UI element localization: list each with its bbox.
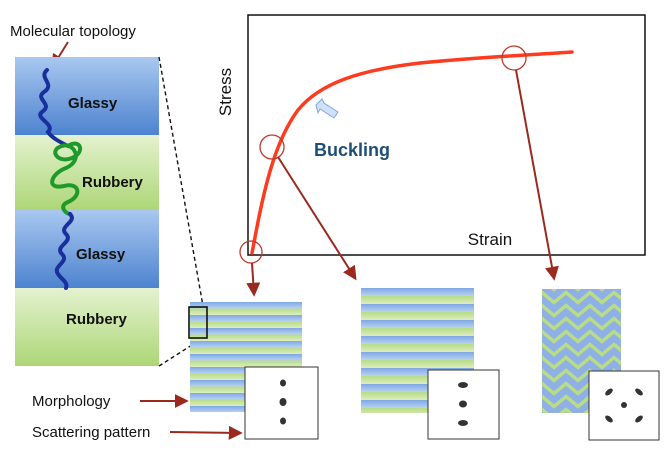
scattering-pattern-1 — [244, 366, 319, 440]
arrow-to-morphology-2 — [277, 156, 357, 281]
layer-label-glassy-2: Glassy — [76, 246, 126, 263]
scattering-spot — [635, 415, 643, 423]
chevron-stripe — [542, 307, 621, 327]
highlight-circle-plateau — [501, 45, 527, 71]
arrow-to-morphology-1 — [246, 262, 261, 297]
highlight-circle-start — [239, 240, 263, 264]
chevron-stripe — [530, 273, 638, 283]
chevron-stripe — [542, 320, 621, 340]
layer-stack — [15, 57, 159, 366]
chevron-stripe — [542, 359, 621, 379]
layer-label-rubbery-2: Rubbery — [66, 311, 128, 328]
scattering-pattern-arrow — [169, 425, 243, 440]
layer-glassy-1 — [15, 57, 159, 135]
scattering-spot — [458, 382, 468, 388]
buckling-arrow — [315, 98, 339, 119]
buckling-label: Buckling — [314, 140, 390, 160]
scattering-spot — [635, 388, 643, 396]
stress-strain-curve — [250, 50, 574, 255]
chart-frame — [247, 14, 646, 256]
highlight-circle-buckling — [259, 134, 285, 160]
molecular-topology-label: Molecular topology — [10, 23, 136, 40]
layer-label-glassy-1: Glassy — [68, 95, 118, 112]
chain-glassy-segment-1 — [38, 68, 70, 148]
scattering-spot — [621, 402, 627, 408]
zoom-box — [188, 306, 208, 339]
y-axis-label: Stress — [216, 68, 235, 116]
layer-rubbery-2 — [15, 288, 159, 366]
scattering-spot — [459, 400, 467, 408]
scattering-pattern-2 — [427, 369, 500, 440]
scattering-spot — [605, 388, 613, 396]
layer-label-rubbery-1: Rubbery — [82, 174, 144, 191]
scattering-spot — [605, 415, 613, 423]
chain-rubbery-segment — [50, 141, 83, 216]
layer-glassy-2 — [15, 210, 159, 288]
chevron-stripe — [542, 294, 621, 314]
chain-glassy-segment-2 — [54, 212, 74, 290]
chevron-stripe — [542, 346, 621, 366]
chevron-stripe — [542, 333, 621, 353]
scattering-spot — [280, 379, 286, 387]
scattering-spot — [279, 398, 287, 406]
scattering-pattern-label: Scattering pattern — [32, 424, 150, 441]
arrow-to-morphology-3 — [515, 69, 559, 281]
scattering-spot — [458, 420, 468, 426]
chevron-stripe — [530, 260, 638, 270]
morphology-label: Morphology — [32, 393, 111, 410]
zoom-line-top — [158, 56, 204, 307]
layer-rubbery-1 — [15, 135, 159, 210]
x-axis-label: Strain — [468, 230, 512, 249]
chevron-stripe — [542, 289, 621, 301]
scattering-pattern-3 — [588, 370, 660, 441]
scattering-spot — [280, 417, 286, 425]
